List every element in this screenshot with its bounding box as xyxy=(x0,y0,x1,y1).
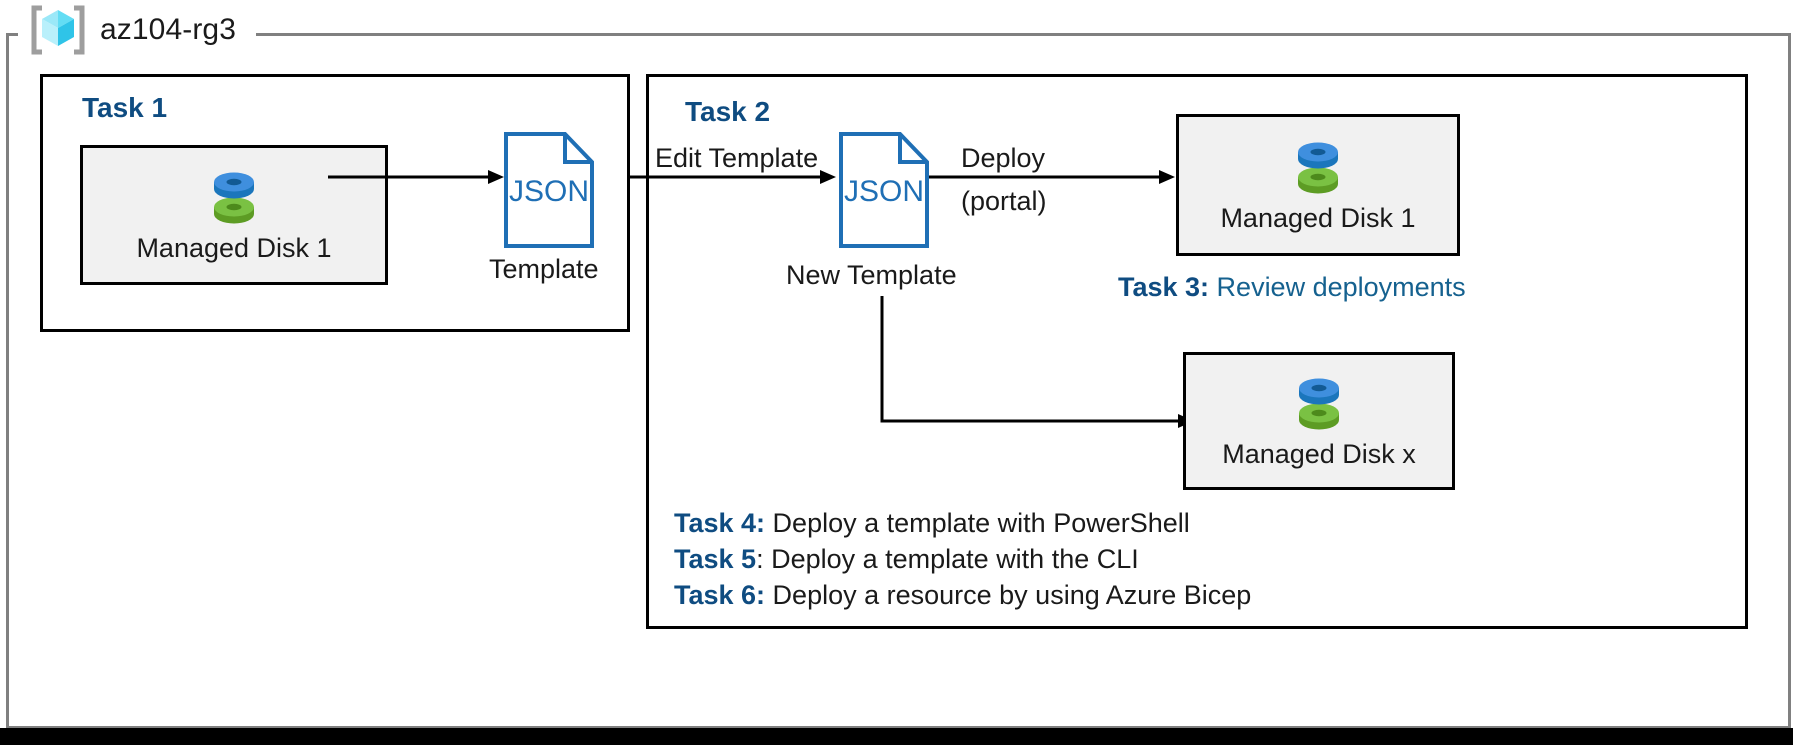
json-document-icon: JSON xyxy=(504,132,594,248)
resource-group-title: az104-rg3 xyxy=(28,2,236,58)
managed-disk-x-box[interactable]: Managed Disk x xyxy=(1183,352,1455,490)
task6-text: Deploy a resource by using Azure Bicep xyxy=(765,580,1252,610)
deploy-portal-label: (portal) xyxy=(961,186,1047,216)
deploy-portal-arrow xyxy=(929,170,1175,184)
task-list-item: Task 6: Deploy a resource by using Azure… xyxy=(674,577,1251,613)
bottom-bar xyxy=(0,728,1793,745)
task6-key: Task 6: xyxy=(674,580,766,610)
deployed-managed-disk-1-label: Managed Disk 1 xyxy=(1220,202,1416,233)
task5-key: Task 5 xyxy=(674,544,757,574)
deploy-second-resource-arrow xyxy=(880,296,1194,428)
edit-template-label: Edit Template xyxy=(655,143,819,173)
managed-disk-1-box[interactable]: Managed Disk 1 xyxy=(80,145,388,285)
task3-caption: Task 3: Review deployments xyxy=(1118,272,1466,303)
managed-disk-x-label: Managed Disk x xyxy=(1222,438,1416,469)
managed-disk-icon xyxy=(1298,142,1338,193)
resource-group-name: az104-rg3 xyxy=(100,13,236,46)
managed-disk-1-label: Managed Disk 1 xyxy=(136,232,332,263)
task-list-item: Task 4: Deploy a template with PowerShel… xyxy=(674,505,1251,541)
task-list: Task 4: Deploy a template with PowerShel… xyxy=(674,505,1251,613)
new-template-json-document[interactable]: JSON xyxy=(838,131,930,254)
json-document-icon: JSON xyxy=(839,132,929,248)
json-label: JSON xyxy=(844,175,924,208)
task3-text: Review deployments xyxy=(1209,272,1466,302)
task3-key: Task 3: xyxy=(1118,272,1210,302)
managed-disk-icon xyxy=(214,172,254,223)
deployed-managed-disk-1-box[interactable]: Managed Disk 1 xyxy=(1176,114,1460,256)
task1-heading: Task 1 xyxy=(82,92,168,123)
json-label: JSON xyxy=(509,175,589,208)
new-template-caption: New Template xyxy=(786,260,957,290)
task4-text: Deploy a template with PowerShell xyxy=(765,508,1190,538)
export-template-arrow xyxy=(328,170,504,184)
task5-text: : Deploy a template with the CLI xyxy=(756,544,1139,574)
edit-template-arrow xyxy=(630,170,836,184)
resource-group-frame xyxy=(6,33,1791,729)
task-list-item: Task 5: Deploy a template with the CLI xyxy=(674,541,1251,577)
azure-resource-group-icon xyxy=(31,5,85,55)
managed-disk-icon xyxy=(1299,378,1339,429)
deploy-label: Deploy xyxy=(961,143,1046,173)
resource-group-title-gap xyxy=(18,22,256,44)
template-caption: Template xyxy=(489,254,599,284)
template-json-document[interactable]: JSON xyxy=(503,131,595,254)
task2-heading: Task 2 xyxy=(685,96,771,127)
task4-key: Task 4: xyxy=(674,508,766,538)
